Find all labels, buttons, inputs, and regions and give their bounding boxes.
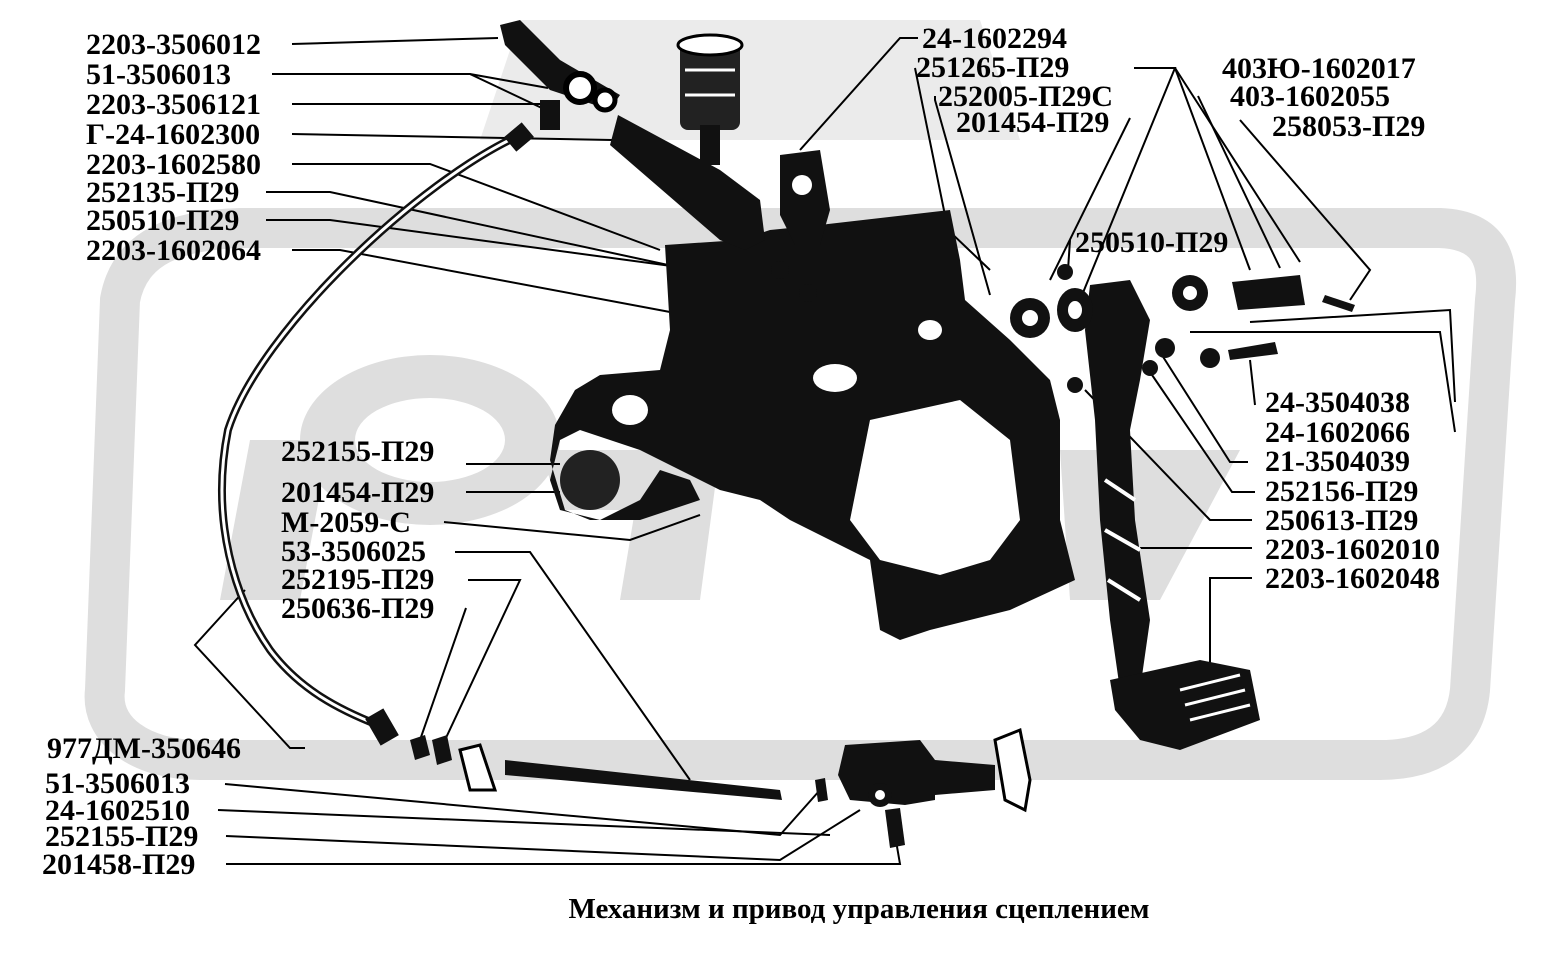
label-part-right-1: 24-3504038 [1265, 386, 1410, 419]
label-part-top-6: 403-1602055 [1230, 80, 1390, 113]
label-part-top-5: 403Ю-1602017 [1222, 52, 1416, 85]
label-part-right-7: 2203-1602048 [1265, 562, 1440, 595]
label-part-bottom-1: 977ДМ-350646 [47, 732, 241, 765]
leader-lines [193, 37, 1456, 865]
label-part-left-4: Г-24-1602300 [86, 118, 261, 151]
label-part-top-2: 251265-П29 [916, 51, 1070, 84]
label-part-top-4: 201454-П29 [956, 106, 1110, 139]
label-part-middle-5: 252195-П29 [281, 563, 435, 596]
label-part-right-2: 24-1602066 [1265, 416, 1410, 449]
mount-plate [780, 150, 830, 245]
label-part-left-2: 51-3506013 [86, 58, 231, 91]
label-part-right-5: 250613-П29 [1265, 504, 1419, 537]
label-part-top-1: 24-1602294 [922, 22, 1067, 55]
label-part-middle-3: М-2059-С [281, 506, 411, 539]
pedal-pivot-parts [771, 261, 1355, 393]
hydraulic-hose [218, 122, 534, 746]
pedal-bracket [550, 210, 1075, 640]
label-part-middle-4: 53-3506025 [281, 535, 426, 568]
diagram-caption: Механизм и привод управления сцеплением [568, 893, 1150, 925]
label-part-middle-1: 252155-П29 [281, 435, 435, 468]
label-part-bottom-3: 24-1602510 [45, 794, 190, 827]
label-part-left-3: 2203-3506121 [86, 88, 261, 121]
label-part-bottom-4: 252155-П29 [45, 820, 199, 853]
label-part-middle-2: 201454-П29 [281, 476, 435, 509]
label-part-left-5: 2203-1602580 [86, 148, 261, 181]
label-part-bottom-5: 201458-П29 [42, 848, 196, 881]
label-part-left-1: 2203-3506012 [86, 28, 261, 61]
label-part-middle-6: 250636-П29 [281, 592, 435, 625]
watermark-logo [84, 20, 1517, 780]
label-part-right-4: 252156-П29 [1265, 475, 1419, 508]
label-part-right-3: 21-3504039 [1265, 445, 1410, 478]
master-cylinder [500, 20, 765, 250]
label-part-top-8: 250510-П29 [1075, 226, 1229, 259]
label-part-top-7: 258053-П29 [1272, 110, 1426, 143]
label-part-right-6: 2203-1602010 [1265, 533, 1440, 566]
clutch-pedal [1085, 280, 1260, 750]
label-part-left-6: 252135-П29 [86, 176, 240, 209]
label-part-top-3: 252005-П29С [938, 80, 1113, 113]
slave-cylinder [410, 727, 1032, 848]
label-part-left-7: 250510-П29 [86, 204, 240, 237]
label-part-left-8: 2203-1602064 [86, 234, 261, 267]
label-part-bottom-2: 51-3506013 [45, 767, 190, 800]
